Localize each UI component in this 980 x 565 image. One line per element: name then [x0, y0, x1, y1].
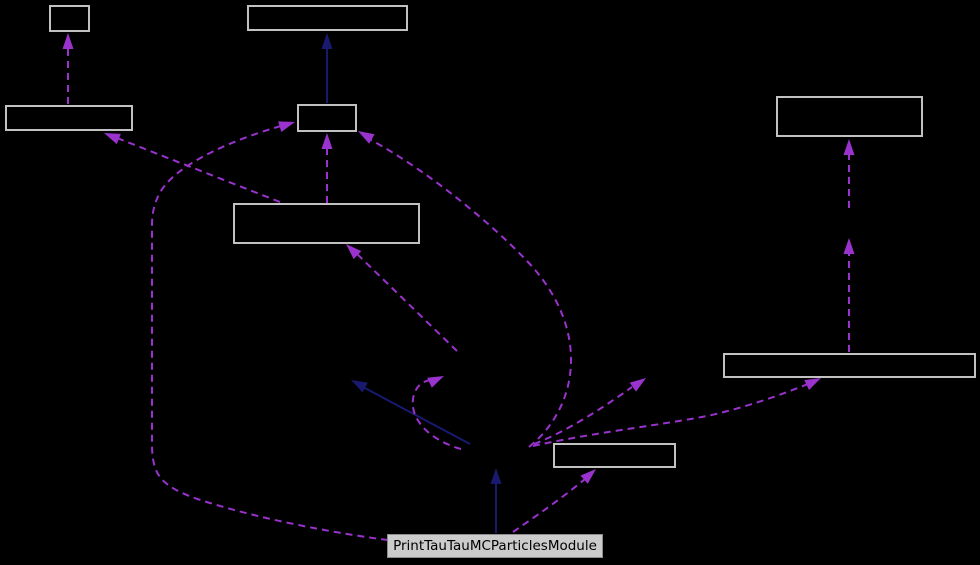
- edge-solid-main-up: [490, 468, 502, 533]
- main-node-label: PrintTauTauMCParticlesModule: [393, 538, 597, 554]
- edge-mid-to-left: [104, 133, 281, 203]
- edge-hub-arc-to-center: [358, 131, 573, 448]
- edge-hub-loop: [411, 376, 462, 450]
- edge-rightlower-up-upper: [843, 139, 855, 208]
- edge-hub-to-rightlower: [532, 378, 821, 447]
- node-right-lower[interactable]: [723, 353, 976, 378]
- node-right[interactable]: [776, 96, 923, 137]
- edge-main-to-centerbottom: [512, 469, 596, 533]
- node-top-left[interactable]: [49, 5, 90, 32]
- edge-diagonal-to-mid: [346, 244, 458, 352]
- edge-rightlower-up-lower: [843, 238, 855, 352]
- node-top-center[interactable]: [247, 5, 408, 31]
- node-printtautaumcparticlesmodule[interactable]: PrintTauTauMCParticlesModule: [387, 534, 603, 558]
- edge-mid-to-center: [321, 133, 333, 203]
- node-left[interactable]: [5, 105, 133, 131]
- node-mid[interactable]: [233, 203, 420, 244]
- edge-hub-northeast: [533, 378, 646, 445]
- edge-left-to-topleft: [62, 33, 74, 104]
- node-center-small[interactable]: [297, 104, 357, 132]
- edge-main-curve-to-center: [151, 121, 389, 541]
- edge-solid-hub-upleft: [351, 380, 471, 445]
- node-center-bottom[interactable]: [553, 443, 676, 468]
- edge-center-to-topcenter: [321, 33, 333, 103]
